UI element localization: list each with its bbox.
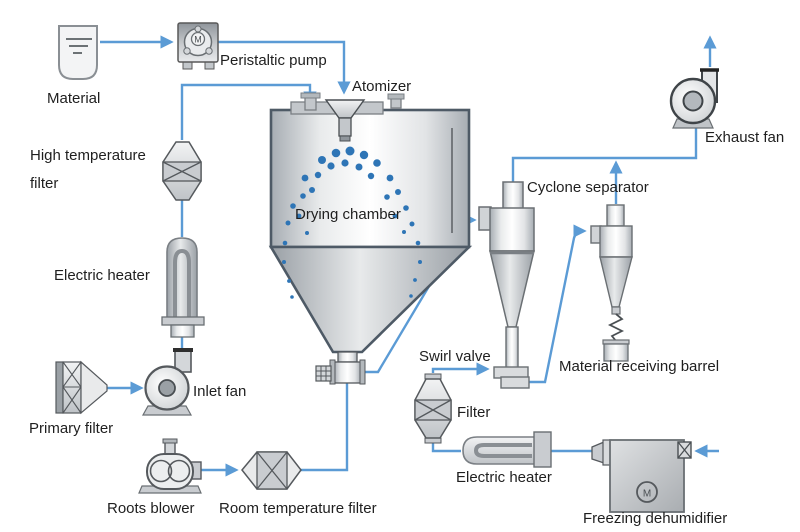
pump-motor-letter: M [194, 35, 202, 45]
exhaust-fan-label: Exhaust fan [705, 129, 785, 146]
drying-chamber [268, 92, 473, 385]
primary-filter [55, 360, 108, 415]
pipe-rtfilter-to-chamber-outlet [301, 383, 349, 472]
peristaltic-pump-label: Peristaltic pump [220, 52, 327, 69]
high-temperature-filter-label: High temperature filter [30, 147, 146, 192]
pipes [100, 35, 719, 477]
material-beaker [58, 25, 98, 80]
freezing-dehumidifier: M [591, 439, 692, 513]
freezing-dehumidifier-label: Freezing dehumidifier [583, 510, 728, 527]
cyclone-separator-large [478, 181, 535, 389]
pipe-filter-to-heater-bottom [431, 443, 461, 453]
pipe-pump-to-atomizer [218, 40, 351, 95]
peristaltic-pump: M [177, 22, 219, 70]
flex-connector [607, 313, 625, 342]
cyclone-separator-label: Cyclone separator [527, 179, 649, 196]
atomizer-nozzle [324, 99, 366, 142]
inlet-fan-label: Inlet fan [193, 383, 247, 400]
pipe-cyclone-to-exhaust [511, 114, 703, 182]
roots-blower [138, 438, 202, 494]
spray-droplets [282, 146, 422, 299]
material-receiving-barrel [602, 339, 630, 362]
material-label: Material [47, 90, 101, 107]
high-temperature-filter [162, 141, 202, 201]
room-temperature-filter [241, 451, 302, 490]
room-temperature-filter-label: Room temperature filter [219, 500, 377, 517]
electric-heater-left-label: Electric heater [54, 267, 150, 284]
roots-blower-label: Roots blower [107, 500, 195, 517]
exhaust-fan [669, 68, 719, 129]
drying-chamber-label: Drying chamber [295, 206, 401, 223]
swirl-valve [493, 366, 530, 389]
material-receiving-barrel-label: Material receiving barrel [559, 358, 720, 375]
chamber-outlet-valve [315, 351, 366, 385]
electric-heater-left [161, 237, 205, 338]
pipe-filter-to-swirlvalve [431, 362, 490, 376]
inlet-fan [141, 348, 193, 416]
filter-label: Filter [457, 404, 491, 421]
filter-center [414, 373, 452, 444]
swirl-valve-label: Swirl valve [419, 348, 491, 365]
electric-heater-bottom [462, 431, 552, 468]
pipe-swirlvalve-to-smallcyclone [529, 224, 587, 384]
primary-filter-label: Primary filter [29, 420, 114, 437]
electric-heater-bottom-label: Electric heater [456, 469, 552, 486]
atomizer-label: Atomizer [352, 78, 412, 95]
dehumidifier-motor-letter: M [643, 489, 651, 500]
cyclone-separator-small [590, 204, 633, 342]
